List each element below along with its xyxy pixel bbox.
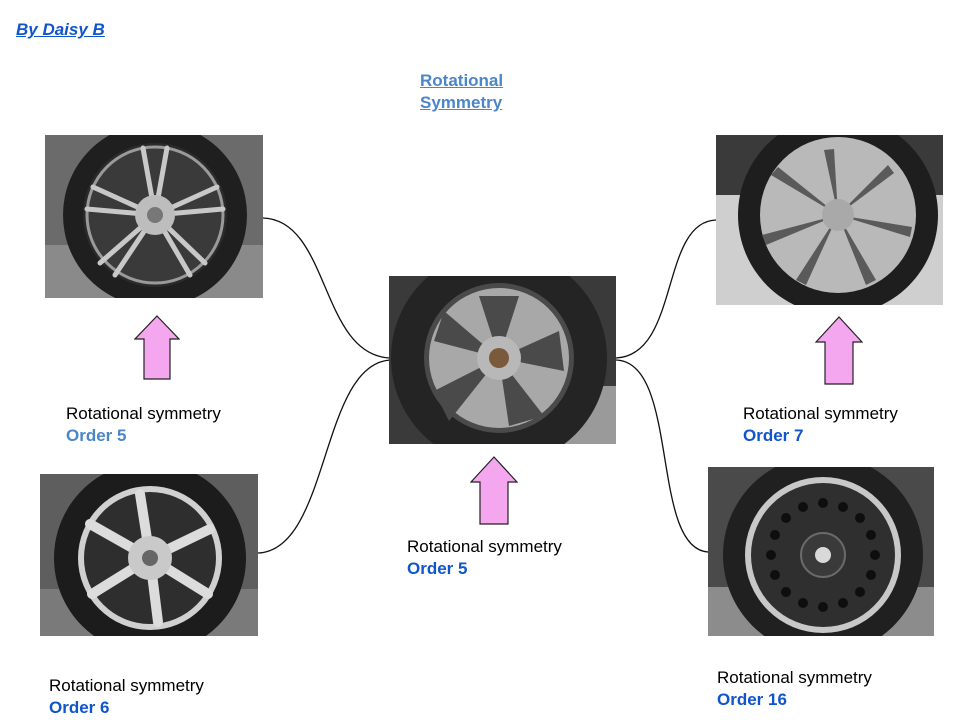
wheel-photo-icon — [389, 276, 616, 444]
wheel-photo-icon — [45, 135, 263, 298]
up-arrow-icon — [134, 315, 180, 380]
wheel-photo-center — [389, 276, 616, 444]
caption-center: Rotational symmetry Order 5 — [407, 536, 562, 580]
caption-label: Rotational symmetry — [66, 404, 221, 423]
caption-order: Order 5 — [407, 559, 468, 578]
wheel-photo-icon — [708, 467, 934, 636]
title-line-2: Symmetry — [420, 93, 503, 112]
page-title: Rotational Symmetry — [420, 70, 540, 114]
caption-order: Order 6 — [49, 698, 110, 717]
caption-order: Order 16 — [717, 690, 787, 709]
caption-top-left: Rotational symmetry Order 5 — [66, 403, 221, 447]
caption-label: Rotational symmetry — [407, 537, 562, 556]
title-line-1: Rotational — [420, 71, 504, 90]
wheel-photo-icon — [40, 474, 258, 636]
caption-bottom-left: Rotational symmetry Order 6 — [49, 675, 204, 719]
wheel-photo-bottom-left — [40, 474, 258, 636]
caption-label: Rotational symmetry — [49, 676, 204, 695]
caption-label: Rotational symmetry — [717, 668, 872, 687]
caption-order: Order 5 — [66, 426, 127, 445]
author-credit: By Daisy B — [16, 20, 105, 39]
caption-top-right: Rotational symmetry Order 7 — [743, 403, 898, 447]
up-arrow-icon — [470, 456, 518, 525]
wheel-photo-bottom-right — [708, 467, 934, 636]
caption-order: Order 7 — [743, 426, 804, 445]
caption-bottom-right: Rotational symmetry Order 16 — [717, 667, 872, 711]
up-arrow-icon — [815, 316, 863, 385]
caption-label: Rotational symmetry — [743, 404, 898, 423]
wheel-photo-top-left — [45, 135, 263, 298]
wheel-photo-icon — [716, 135, 943, 305]
wheel-photo-top-right — [716, 135, 943, 305]
